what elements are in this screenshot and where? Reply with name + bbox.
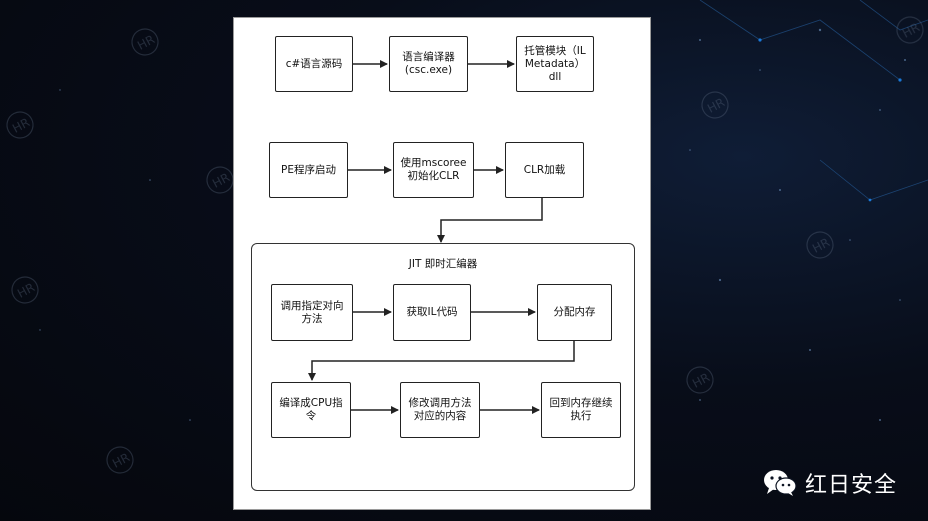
node-return-execute: 回到内存继续 执行 — [541, 382, 621, 438]
node-source-code: c#语言源码 — [275, 36, 353, 92]
node-get-il-code: 获取IL代码 — [393, 284, 471, 341]
wechat-icon — [764, 470, 797, 496]
node-mscoree-init: 使用mscoree 初始化CLR — [393, 142, 474, 198]
node-managed-module: 托管模块（IL Metadata） dll — [516, 36, 594, 92]
svg-text:HR: HR — [110, 450, 132, 471]
node-compiler: 语言编译器 (csc.exe) — [389, 36, 468, 92]
svg-text:HR: HR — [135, 32, 157, 53]
flowchart-connectors — [308, 60, 575, 414]
jit-compiler-group: JIT 即时汇编器 — [251, 243, 635, 491]
jit-group-title: JIT 即时汇编器 — [408, 258, 478, 270]
brand-name: 红日安全 — [805, 473, 898, 498]
node-call-method: 调用指定对向 方法 — [271, 284, 353, 341]
arrow-alloc-to-compile — [308, 341, 575, 381]
node-pe-start: PE程序启动 — [269, 142, 348, 198]
svg-text:HR: HR — [10, 115, 32, 136]
node-compile-cpu: 编译成CPU指 令 — [271, 382, 351, 438]
brand-watermark: 红日安全 — [763, 467, 897, 499]
svg-text:HR: HR — [15, 280, 37, 301]
svg-text:HR: HR — [210, 170, 232, 191]
node-modify-content: 修改调用方法 对应的内容 — [400, 382, 480, 438]
node-allocate-memory: 分配内存 — [537, 284, 612, 341]
arrow-clr-to-jit — [437, 198, 543, 243]
svg-text:HR: HR — [900, 20, 922, 41]
svg-text:HR: HR — [690, 370, 712, 391]
node-clr-load: CLR加载 — [505, 142, 584, 198]
svg-text:HR: HR — [705, 95, 727, 116]
flowchart-panel: c#语言源码 语言编译器 (csc.exe) 托管模块（IL Metadata）… — [233, 17, 651, 510]
svg-text:HR: HR — [810, 235, 832, 256]
